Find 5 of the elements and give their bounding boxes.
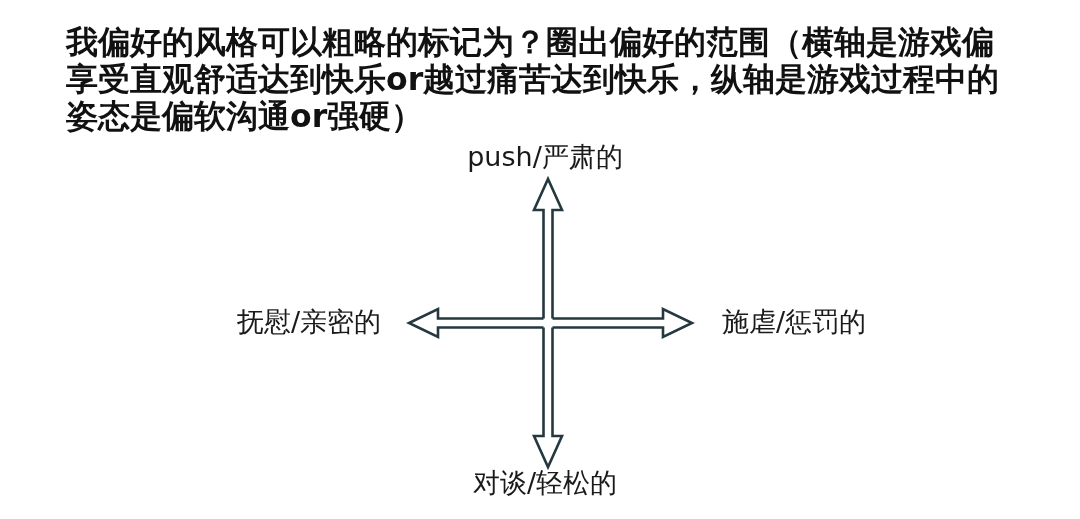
title: 我偏好的风格可以粗略的标记为？圈出偏好的范围（横轴是游戏偏享受直观舒适达到快乐or越过痛苦达到快乐，纵轴是游戏过程中的姿态是偏软沟通or强硬） [66, 24, 1001, 135]
axis-label: 抚慰/亲密的 [236, 306, 381, 338]
axis-label: 对谈/轻松的 [472, 467, 618, 499]
axis-label: push/严肃的 [467, 141, 623, 173]
axis-label: 施虐/惩罚的 [722, 306, 867, 338]
